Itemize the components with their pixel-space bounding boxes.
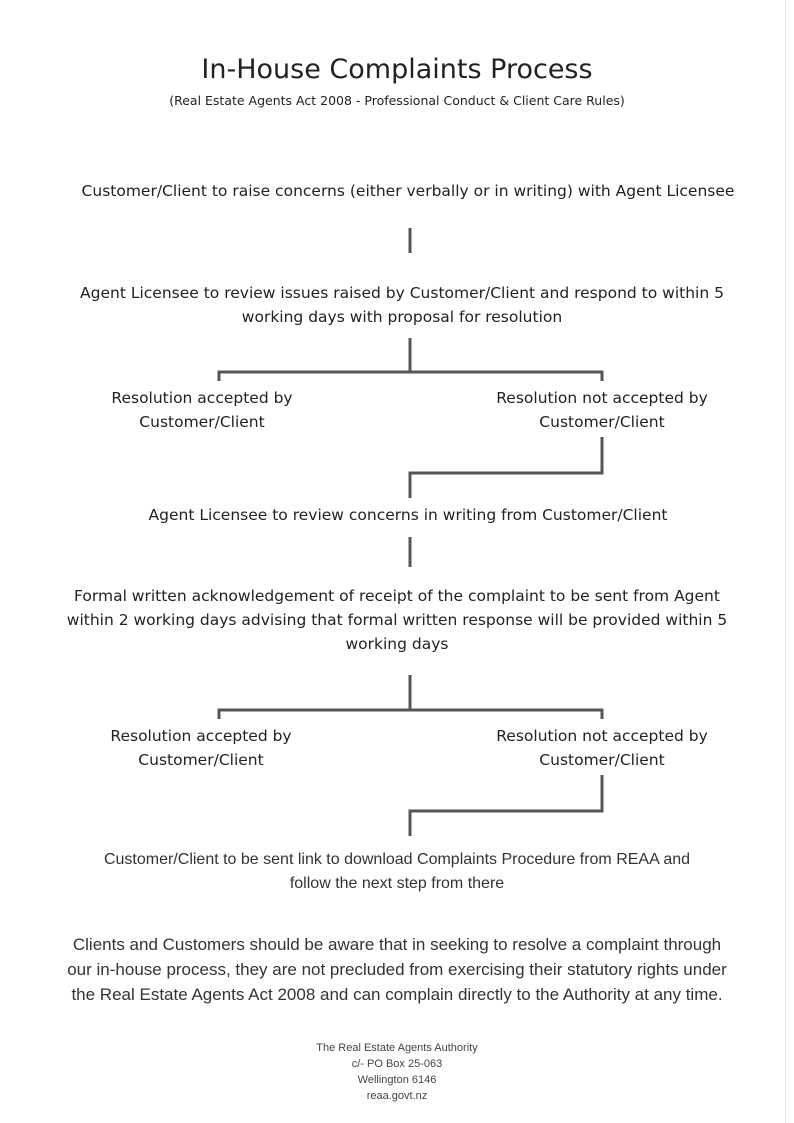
branch-not-accepted-1: Resolution not accepted by Customer/Clie… — [496, 386, 708, 434]
step-acknowledgement: Formal written acknowledgement of receip… — [67, 584, 727, 656]
footer-website: reaa.govt.nz — [366, 1090, 428, 1102]
text-line: Resolution accepted by — [110, 727, 292, 745]
page-edge — [785, 0, 786, 1123]
page-title: In-House Complaints Process — [201, 54, 593, 85]
text-line: Resolution not accepted by — [496, 389, 708, 407]
step-licensee-review: Agent Licensee to review issues raised b… — [80, 281, 724, 329]
page-subtitle: (Real Estate Agents Act 2008 - Professio… — [169, 93, 625, 108]
text-line: our in-house process, they are not precl… — [67, 960, 727, 979]
connector — [408, 775, 604, 836]
text-line: Clients and Customers should be aware th… — [72, 935, 722, 954]
connector — [217, 370, 604, 381]
text-line: the Real Estate Agents Act 2008 and can … — [71, 985, 723, 1004]
footer-org: The Real Estate Agents Authority — [316, 1042, 478, 1054]
text-line: follow the next step from there — [289, 875, 505, 892]
footer-address: The Real Estate Agents Authority c/- PO … — [316, 1040, 477, 1104]
text-line: Resolution accepted by — [111, 389, 293, 407]
statutory-rights-notice: Clients and Customers should be aware th… — [67, 932, 727, 1007]
text-line: working days with proposal for resolutio… — [241, 308, 563, 326]
text-line: Customer/Client — [539, 751, 665, 769]
connector — [217, 708, 604, 719]
footer-city: Wellington 6146 — [357, 1074, 437, 1086]
text-line: Customer/Client — [139, 413, 265, 431]
step-reaa-procedure: Customer/Client to be sent link to downl… — [104, 848, 690, 896]
step-review-writing: Agent Licensee to review concerns in wri… — [148, 506, 668, 524]
text-line: Agent Licensee to review issues raised b… — [80, 284, 724, 302]
text-line: Resolution not accepted by — [496, 727, 708, 745]
text-line: working days — [345, 635, 449, 653]
text-line: Formal written acknowledgement of receip… — [74, 587, 720, 605]
text-line: Customer/Client — [138, 751, 264, 769]
branch-accepted-2: Resolution accepted by Customer/Client — [110, 724, 291, 772]
branch-accepted-1: Resolution accepted by Customer/Client — [111, 386, 292, 434]
text-line: Customer/Client — [539, 413, 665, 431]
text-line: Customer/Client to be sent link to downl… — [103, 851, 691, 868]
step-raise-concerns: Customer/Client to raise concerns (eithe… — [81, 182, 735, 200]
branch-not-accepted-2: Resolution not accepted by Customer/Clie… — [496, 724, 708, 772]
text-line: within 2 working days advising that form… — [66, 611, 728, 629]
footer-po-box: c/- PO Box 25-063 — [351, 1058, 443, 1070]
connector — [408, 437, 604, 498]
